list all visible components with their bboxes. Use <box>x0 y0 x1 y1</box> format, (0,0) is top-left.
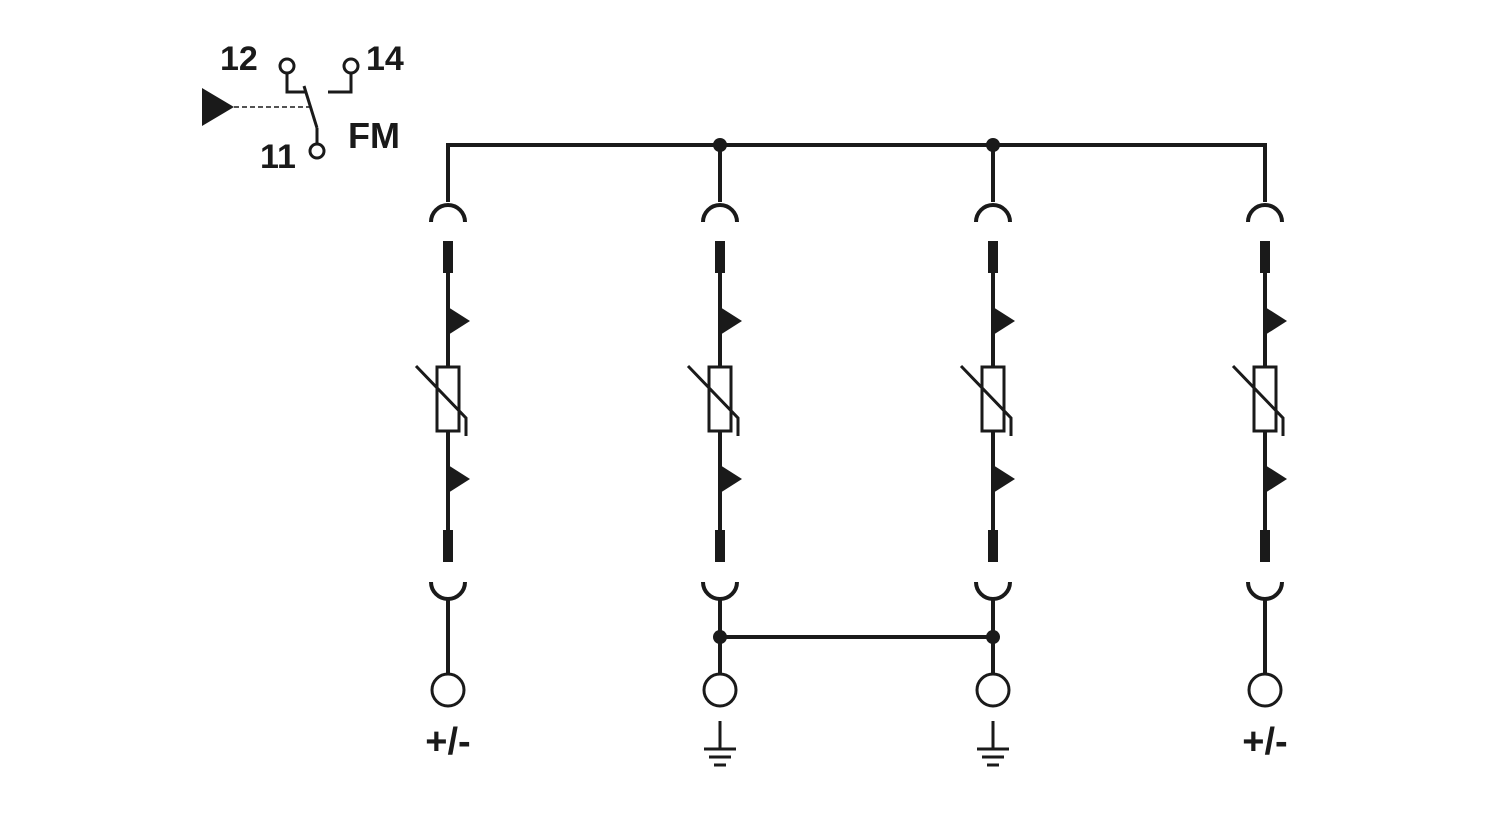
diode-arrow-icon <box>1265 465 1287 493</box>
varistor-slash <box>686 364 740 436</box>
fuse-contact-bottom <box>1260 530 1270 562</box>
terminal-circle <box>430 672 466 708</box>
junction-dot <box>986 138 1000 152</box>
junction-dot <box>713 138 727 152</box>
fuse-contact-top <box>443 241 453 273</box>
varistor-slash <box>1231 364 1285 436</box>
terminal-circle <box>975 672 1011 708</box>
ground-icon <box>704 721 736 767</box>
plug-socket-bottom-icon <box>1246 581 1284 601</box>
contact-blade <box>302 85 319 129</box>
contact-terminal-12 <box>278 57 296 75</box>
terminal-label-plus-minus: +/- <box>1242 721 1287 763</box>
contact-label-11: 11 <box>260 138 296 176</box>
fuse-contact-bottom <box>443 530 453 562</box>
fuse-contact-top <box>988 241 998 273</box>
plug-socket-top-icon <box>1246 203 1284 223</box>
varistor-slash <box>959 364 1013 436</box>
varistor-slash <box>414 364 468 436</box>
ground-icon <box>977 721 1009 767</box>
contact-terminal-11 <box>308 142 326 160</box>
junction-dot <box>986 630 1000 644</box>
contact-label-14: 14 <box>366 40 404 78</box>
fuse-contact-top <box>1260 241 1270 273</box>
protection-leg-3 <box>959 203 1015 767</box>
diode-arrow-icon <box>720 465 742 493</box>
diode-arrow-icon <box>993 465 1015 493</box>
fuse-contact-bottom <box>988 530 998 562</box>
plug-socket-top-icon <box>429 203 467 223</box>
top-bus-line <box>446 143 1267 202</box>
plug-socket-bottom-icon <box>974 581 1012 601</box>
diode-arrow-icon <box>448 465 470 493</box>
protection-leg-1 <box>414 203 470 708</box>
contact-no-lead <box>328 73 353 94</box>
diode-arrow-icon <box>448 307 470 335</box>
remote-signal-contact: 12 14 11 FM <box>202 40 404 176</box>
terminal-circle <box>1247 672 1283 708</box>
fuse-contact-bottom <box>715 530 725 562</box>
terminal-label-plus-minus: +/- <box>425 721 470 763</box>
protection-leg-2 <box>686 203 742 767</box>
diode-arrow-icon <box>720 307 742 335</box>
junction-dot <box>713 630 727 644</box>
contact-label-fm: FM <box>348 115 400 156</box>
plug-socket-top-icon <box>974 203 1012 223</box>
diode-arrow-icon <box>993 307 1015 335</box>
ground-bridge <box>713 630 1000 644</box>
actuator-arrow-icon <box>202 88 234 126</box>
plug-socket-bottom-icon <box>429 581 467 601</box>
contact-terminal-14 <box>342 57 360 75</box>
plug-socket-bottom-icon <box>701 581 739 601</box>
plug-socket-top-icon <box>701 203 739 223</box>
diode-arrow-icon <box>1265 307 1287 335</box>
protection-leg-4 <box>1231 203 1287 708</box>
terminal-circle <box>702 672 738 708</box>
fuse-contact-top <box>715 241 725 273</box>
contact-nc-lead <box>285 73 306 94</box>
top-bus <box>446 138 1267 202</box>
contact-label-12: 12 <box>220 40 258 78</box>
